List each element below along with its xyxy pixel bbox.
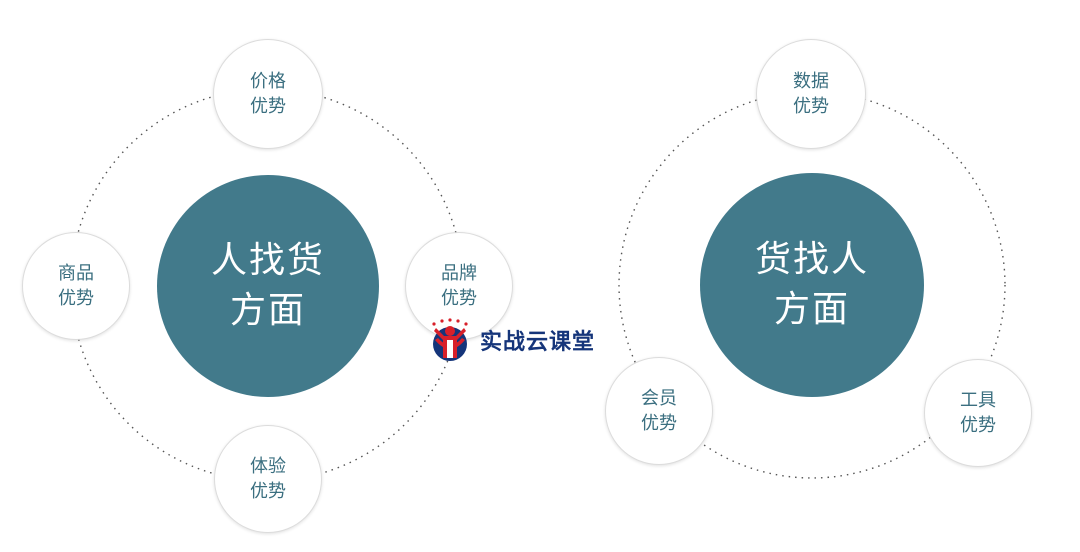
right-bottom-right-label: 工具 优势 (960, 390, 996, 436)
right-top-satellite: 数据 优势 (756, 39, 866, 149)
left-hub-circle: 人找货 方面 (157, 175, 379, 397)
left-bottom-label: 体验 优势 (250, 456, 286, 502)
left-right-satellite: 品牌 优势 (405, 232, 513, 340)
right-top-label: 数据 优势 (793, 71, 829, 117)
right-hub-circle: 货找人 方面 (700, 173, 924, 397)
right-hub-label: 货找人 方面 (754, 239, 869, 330)
left-right-label: 品牌 优势 (441, 263, 477, 309)
left-left-label: 商品 优势 (58, 263, 94, 309)
left-bottom-satellite: 体验 优势 (214, 425, 322, 533)
left-top-satellite: 价格 优势 (213, 39, 323, 149)
right-bottom-left-satellite: 会员 优势 (605, 357, 713, 465)
watermark-text: 实战云课堂 (480, 330, 596, 355)
left-left-satellite: 商品 优势 (22, 232, 130, 340)
right-orbit-ring (618, 91, 1006, 479)
left-hub-label: 人找货 方面 (210, 240, 325, 331)
right-bottom-right-satellite: 工具 优势 (924, 359, 1032, 467)
person-emblem-icon (432, 318, 468, 361)
watermark-logo: 实战云课堂 (426, 318, 595, 362)
right-bottom-left-label: 会员 优势 (641, 388, 677, 434)
left-top-label: 价格 优势 (250, 71, 286, 117)
